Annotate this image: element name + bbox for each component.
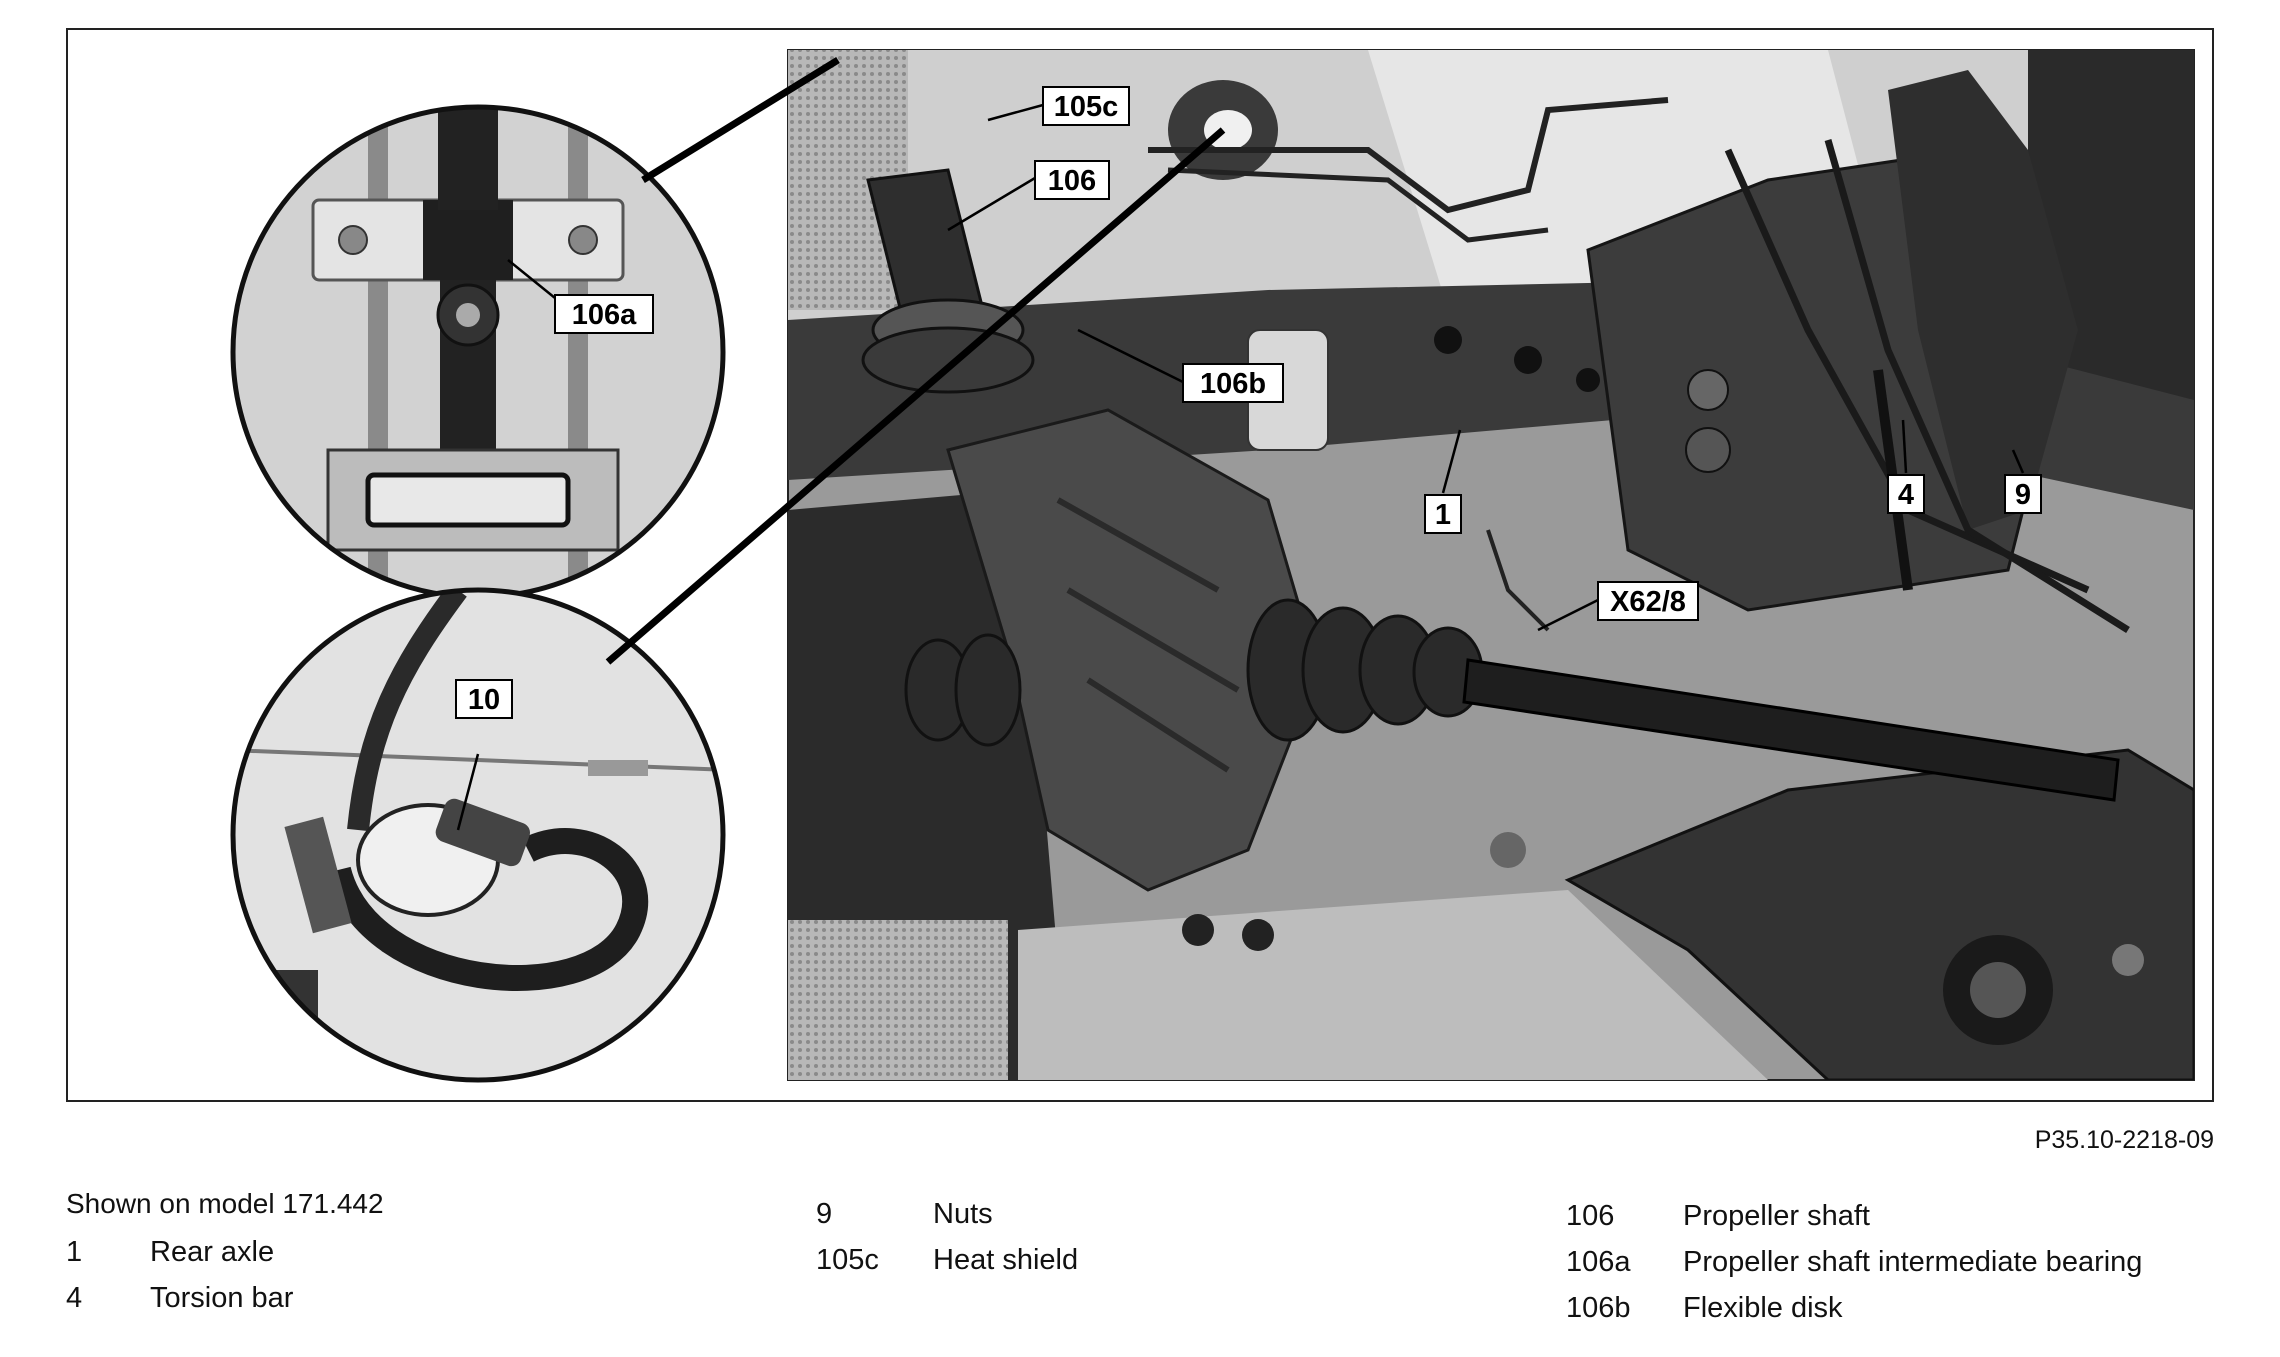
- svg-text:106a: 106a: [572, 299, 637, 331]
- legend-item: 4 Torsion bar: [66, 1282, 666, 1328]
- callout-9: 9: [2004, 474, 2042, 514]
- legend-description: Rear axle: [150, 1236, 275, 1268]
- legend-description: Nuts: [933, 1198, 993, 1230]
- legend-column-2: 9 Nuts 105c Heat shield: [816, 1198, 1416, 1290]
- inset-top: [230, 104, 726, 600]
- svg-text:10: 10: [468, 684, 500, 716]
- legend-number: 4: [66, 1282, 83, 1314]
- callout-1: 1: [1424, 494, 1462, 534]
- legend-item: 106b Flexible disk: [1566, 1292, 2226, 1338]
- svg-text:1: 1: [1435, 499, 1451, 531]
- callout-105c: 105c: [1042, 86, 1130, 126]
- legend-column-1: 1 Rear axle 4 Torsion bar: [66, 1236, 666, 1328]
- callout-4: 4: [1887, 474, 1925, 514]
- legend-item: 106 Propeller shaft: [1566, 1200, 2226, 1246]
- illustration: 105c 106 106a 106b 1 4 9 X62/8: [230, 49, 2195, 1083]
- svg-text:9: 9: [2015, 479, 2031, 511]
- main-photo: [787, 49, 2195, 1081]
- inset-connector-lines: [605, 57, 1226, 665]
- legend-description: Heat shield: [933, 1244, 1079, 1276]
- callout-106b: 106b: [1182, 363, 1284, 403]
- svg-text:106: 106: [1048, 165, 1096, 197]
- figure-frame: 105c 106 106a 106b 1 4 9 X62/8: [66, 28, 2214, 1102]
- legend-number: 106a: [1566, 1246, 1631, 1278]
- legend-item: 105c Heat shield: [816, 1244, 1416, 1290]
- legend-item: 9 Nuts: [816, 1198, 1416, 1244]
- legend-number: 105c: [816, 1244, 879, 1276]
- callout-106: 106: [1034, 160, 1110, 200]
- legend-item: 106a Propeller shaft intermediate bearin…: [1566, 1246, 2226, 1292]
- legend-column-3: 106 Propeller shaft 106a Propeller shaft…: [1566, 1200, 2226, 1338]
- figure-caption: Shown on model 171.442: [66, 1188, 384, 1219]
- svg-text:105c: 105c: [1054, 91, 1119, 123]
- callout-10: 10: [455, 679, 513, 719]
- legend-item: 1 Rear axle: [66, 1236, 666, 1282]
- svg-text:4: 4: [1898, 479, 1914, 511]
- legend-description: Torsion bar: [150, 1282, 294, 1314]
- legend-number: 9: [816, 1198, 833, 1230]
- svg-text:X62/8: X62/8: [1610, 586, 1686, 618]
- legend-number: 1: [66, 1236, 83, 1268]
- legend-description: Flexible disk: [1683, 1292, 1843, 1324]
- legend-number: 106: [1566, 1200, 1615, 1232]
- legend-description: Propeller shaft: [1683, 1200, 1870, 1232]
- callout-x62-8: X62/8: [1597, 581, 1699, 621]
- callout-leaders: [456, 103, 2025, 831]
- inset-bottom: [230, 587, 726, 1083]
- legend-description: Propeller shaft intermediate bearing: [1683, 1246, 2143, 1278]
- legend-number: 106b: [1566, 1292, 1631, 1324]
- figure-code: P35.10-2218-09: [2034, 1126, 2214, 1154]
- callout-106a: 106a: [554, 294, 654, 334]
- svg-text:106b: 106b: [1200, 368, 1266, 400]
